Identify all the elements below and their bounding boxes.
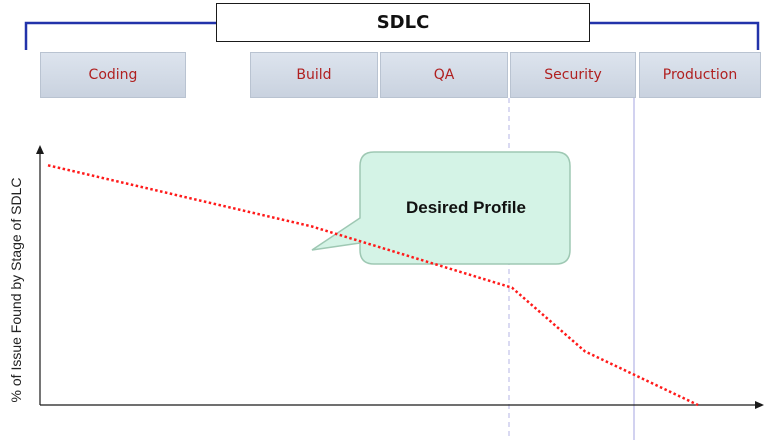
desired-profile-line xyxy=(47,164,699,407)
y-axis-arrow xyxy=(36,145,44,154)
y-axis-label: % of Issue Found by Stage of SDLC xyxy=(8,177,24,403)
stage-security: Security xyxy=(510,52,636,98)
chart-title: SDLC xyxy=(216,3,590,42)
x-axis-arrow xyxy=(755,401,764,409)
sdlc-bracket xyxy=(24,21,760,50)
stage-qa: QA xyxy=(380,52,508,98)
callout-bubble xyxy=(311,151,571,265)
stage-build: Build xyxy=(250,52,378,98)
stage-production: Production xyxy=(639,52,761,98)
callout-label: Desired Profile xyxy=(406,198,526,217)
stage-coding: Coding xyxy=(40,52,186,98)
